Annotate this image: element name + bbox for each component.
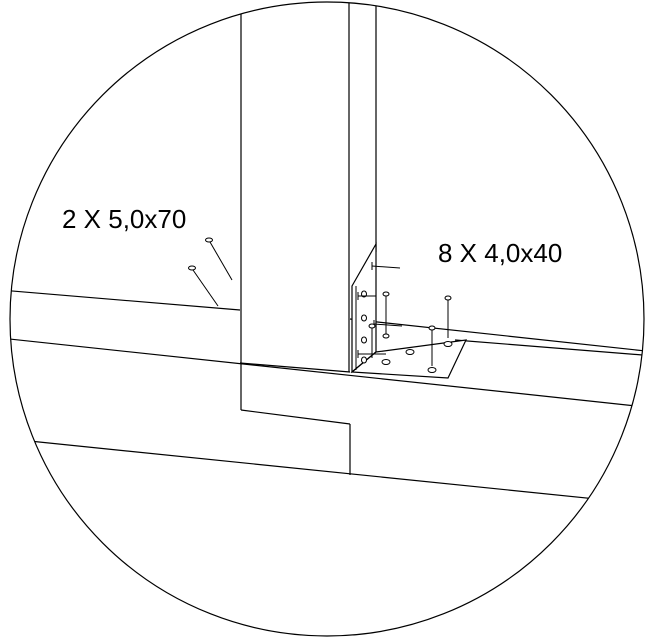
bracket-hole bbox=[361, 336, 367, 344]
sill-bottom-edge bbox=[10, 437, 644, 506]
post-base-step bbox=[240, 409, 351, 425]
screw-shank bbox=[192, 269, 219, 307]
screw-head bbox=[205, 237, 213, 243]
small-screws bbox=[357, 262, 452, 366]
beam-front-edge-inner bbox=[239, 362, 351, 373]
bracket-hole bbox=[361, 314, 367, 322]
bracket-hole bbox=[381, 359, 391, 365]
beam-front-edge-right bbox=[454, 339, 644, 357]
bracket-hole bbox=[405, 349, 415, 355]
timber-assembly bbox=[10, 2, 644, 506]
screw-head bbox=[188, 265, 196, 271]
screw-head bbox=[444, 295, 452, 301]
screw-shank bbox=[209, 241, 233, 281]
screw-head bbox=[382, 291, 390, 297]
large-screws bbox=[188, 237, 233, 307]
bracket-hole bbox=[361, 356, 367, 364]
screw-shank bbox=[371, 265, 401, 269]
detail-circle bbox=[9, 1, 645, 637]
beam-top-edge bbox=[10, 289, 241, 311]
beam-top-edge-right bbox=[349, 318, 644, 353]
label-small-screws: 8 X 4,0x40 bbox=[438, 238, 562, 268]
screw-head bbox=[382, 333, 390, 339]
screw-head bbox=[368, 323, 376, 329]
bracket-hole bbox=[427, 367, 437, 373]
bracket-hole bbox=[443, 341, 453, 347]
angle-bracket bbox=[350, 241, 468, 379]
screw-head bbox=[428, 325, 436, 331]
label-large-screws: 2 X 5,0x70 bbox=[62, 204, 186, 234]
screw-shank bbox=[373, 323, 403, 327]
beam-front-edge bbox=[10, 337, 644, 409]
